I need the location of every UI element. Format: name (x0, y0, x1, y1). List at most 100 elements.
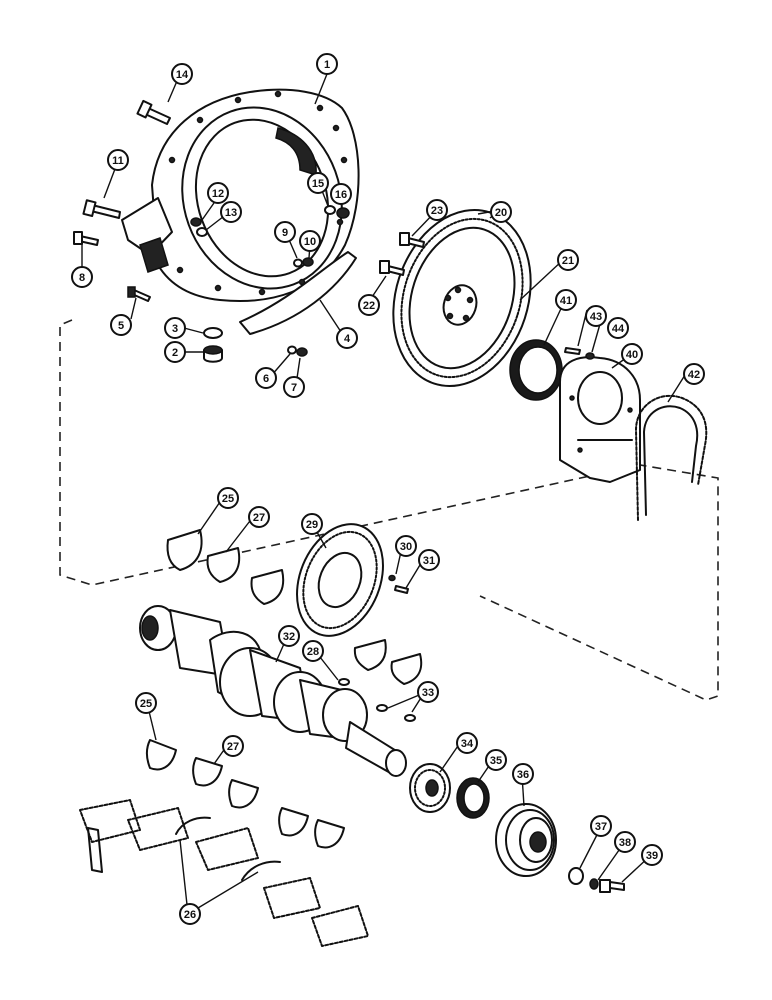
svg-text:43: 43 (590, 311, 602, 323)
svg-text:16: 16 (335, 189, 347, 201)
bolt-22 (379, 260, 405, 276)
bolt-14 (136, 99, 171, 125)
callout-8: 8 (71, 266, 93, 288)
callout-41: 41 (555, 289, 577, 311)
svg-text:6: 6 (263, 373, 269, 385)
thrust-washers-26 (175, 816, 281, 881)
callout-31: 31 (418, 549, 440, 571)
upper-main-bearing-unlabeled (250, 569, 285, 605)
callout-15: 15 (307, 172, 329, 194)
pulley-damper-36 (495, 803, 557, 877)
svg-text:27: 27 (227, 741, 239, 753)
svg-text:5: 5 (118, 320, 124, 332)
callout-32: 32 (278, 625, 300, 647)
svg-text:9: 9 (282, 227, 288, 239)
svg-text:11: 11 (112, 155, 124, 167)
svg-text:26: 26 (184, 909, 196, 921)
lower-main-bearing-unlabeled-1 (228, 779, 259, 809)
rear-oil-seal-41 (509, 339, 563, 401)
callout-23: 23 (426, 199, 448, 221)
callout-44: 44 (607, 317, 629, 339)
svg-text:38: 38 (619, 837, 631, 849)
bolt-39 (599, 879, 625, 893)
svg-text:32: 32 (283, 631, 295, 643)
bolt-5 (127, 286, 151, 302)
svg-text:40: 40 (626, 349, 638, 361)
svg-text:42: 42 (688, 369, 700, 381)
svg-text:21: 21 (562, 255, 574, 267)
callout-39: 39 (641, 844, 663, 866)
callout-16: 16 (330, 183, 352, 205)
plug-2-ring-3 (203, 327, 223, 363)
svg-text:25: 25 (140, 698, 152, 710)
washer-37 (568, 867, 584, 885)
cover-plate-4 (239, 251, 357, 335)
main-bearing-caps (79, 799, 369, 947)
svg-text:44: 44 (612, 323, 625, 335)
dowels-33 (376, 704, 416, 722)
nut-7-washer-6 (287, 345, 308, 357)
callout-4: 4 (336, 327, 358, 349)
callout-25-upper: 25 (217, 487, 239, 509)
lower-main-bearing-unlabeled-2 (278, 807, 345, 849)
callout-9: 9 (274, 221, 296, 243)
washer-38 (589, 878, 599, 890)
svg-text:33: 33 (422, 687, 434, 699)
bolt-23 (399, 232, 425, 248)
svg-text:30: 30 (400, 541, 412, 553)
callout-27-upper: 27 (248, 506, 270, 528)
callout-30: 30 (395, 535, 417, 557)
svg-text:22: 22 (363, 300, 375, 312)
callout-11: 11 (107, 149, 129, 171)
svg-text:31: 31 (423, 555, 435, 567)
callout-25-lower: 25 (135, 692, 157, 714)
bearing-halves-right (353, 639, 423, 685)
svg-text:37: 37 (595, 821, 607, 833)
callout-43: 43 (585, 305, 607, 327)
svg-text:20: 20 (495, 207, 507, 219)
lower-main-bearing-25 (146, 739, 177, 771)
callout-29: 29 (301, 513, 323, 535)
callout-34: 34 (456, 732, 478, 754)
svg-text:1: 1 (324, 59, 330, 71)
svg-text:4: 4 (344, 333, 351, 345)
svg-text:41: 41 (560, 295, 572, 307)
lower-main-bearing-27 (192, 757, 223, 787)
callout-13: 13 (220, 201, 242, 223)
callout-40: 40 (621, 343, 643, 365)
callout-20: 20 (490, 201, 512, 223)
crank-gear-34 (409, 763, 451, 813)
callout-6: 6 (255, 367, 277, 389)
callout-38: 38 (614, 831, 636, 853)
svg-text:29: 29 (306, 519, 318, 531)
upper-main-bearing-27 (206, 547, 241, 583)
callout-1: 1 (316, 53, 338, 75)
svg-text:27: 27 (253, 512, 265, 524)
callout-35: 35 (485, 749, 507, 771)
svg-text:3: 3 (172, 323, 178, 335)
svg-text:12: 12 (212, 188, 224, 200)
svg-text:39: 39 (646, 850, 658, 862)
callout-26: 26 (179, 903, 201, 925)
callout-33: 33 (417, 681, 439, 703)
svg-text:23: 23 (431, 205, 443, 217)
bolt-31-washer-30 (388, 574, 409, 594)
svg-text:13: 13 (225, 207, 237, 219)
seal-retainer-40 (559, 356, 641, 483)
svg-text:14: 14 (176, 69, 189, 81)
callout-12: 12 (207, 182, 229, 204)
callout-21: 21 (557, 249, 579, 271)
svg-text:8: 8 (79, 272, 85, 284)
callout-22: 22 (358, 294, 380, 316)
svg-text:28: 28 (307, 646, 319, 658)
svg-text:2: 2 (172, 347, 178, 359)
bolt-8 (73, 231, 99, 246)
crankshaft (139, 605, 407, 777)
callout-7: 7 (283, 376, 305, 398)
callout-42: 42 (683, 363, 705, 385)
dowel-28 (338, 678, 350, 686)
callout-2: 2 (164, 341, 186, 363)
nut-10-washer-9 (293, 257, 314, 268)
